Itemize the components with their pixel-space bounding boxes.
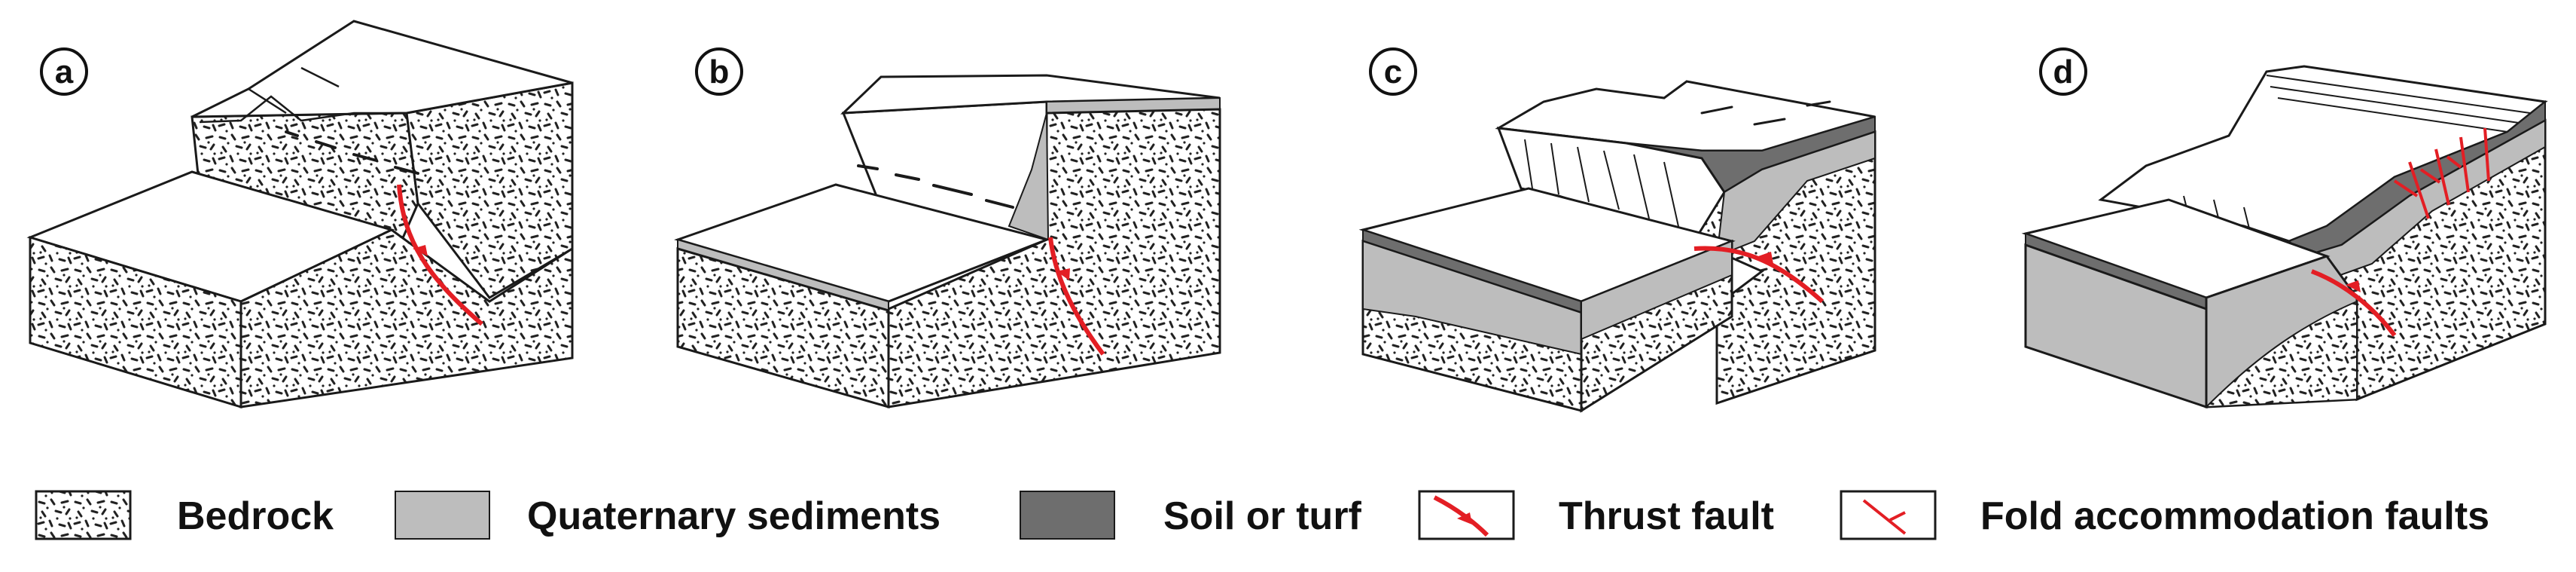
- panel-b-lower-front: [676, 246, 890, 408]
- svg-text:Thrust fault: Thrust fault: [1559, 494, 1774, 538]
- legend: Bedrock Quaternary sediments Soil or tur…: [35, 490, 2489, 540]
- panel-b-thrust-fault: [1048, 237, 1105, 356]
- panel-d-fold-faults: [2393, 127, 2490, 219]
- svg-text:Soil or turf: Soil or turf: [1163, 494, 1362, 538]
- panel-a-thrust-fault: [397, 184, 483, 326]
- panel-label-b: b: [695, 47, 743, 96]
- legend-item-soil: Soil or turf: [1020, 491, 1362, 540]
- panel-a-lower-side: [239, 228, 574, 408]
- fold-faults-swatch: [1840, 490, 1937, 540]
- soil-swatch: [1020, 491, 1115, 540]
- panel-a: [26, 20, 574, 409]
- quaternary-swatch: [395, 491, 490, 540]
- svg-text:c: c: [1384, 54, 1402, 90]
- legend-item-bedrock: Bedrock: [35, 490, 334, 540]
- panel-label-c: c: [1369, 47, 1417, 96]
- panel-c-thrust-fault: [1693, 246, 1825, 304]
- legend-item-quaternary: Quaternary sediments: [395, 491, 940, 540]
- svg-text:Fold accommodation faults: Fold accommodation faults: [1980, 494, 2489, 538]
- panel-labels: a b c d: [40, 47, 2087, 96]
- panel-d-thrust-fault: [2310, 269, 2397, 337]
- panel-b-upper-top: [840, 74, 1221, 115]
- panel-d: [2021, 65, 2548, 409]
- panel-c: [1358, 80, 1876, 413]
- svg-text:a: a: [55, 54, 74, 90]
- bedrock-swatch: [35, 490, 132, 540]
- panel-a-top-crumple: [199, 95, 407, 124]
- svg-text:Quaternary sediments: Quaternary sediments: [527, 494, 940, 538]
- panel-b-scarp-sediment: [1008, 112, 1050, 241]
- svg-text:b: b: [709, 54, 730, 90]
- svg-text:Bedrock: Bedrock: [177, 494, 334, 538]
- panel-label-a: a: [40, 47, 88, 96]
- svg-text:d: d: [2053, 54, 2074, 90]
- legend-item-thrust-fault: Thrust fault: [1418, 490, 1774, 540]
- legend-item-fold-faults: Fold accommodation faults: [1840, 490, 2489, 540]
- panel-label-d: d: [2039, 47, 2087, 96]
- panel-b: [674, 74, 1221, 408]
